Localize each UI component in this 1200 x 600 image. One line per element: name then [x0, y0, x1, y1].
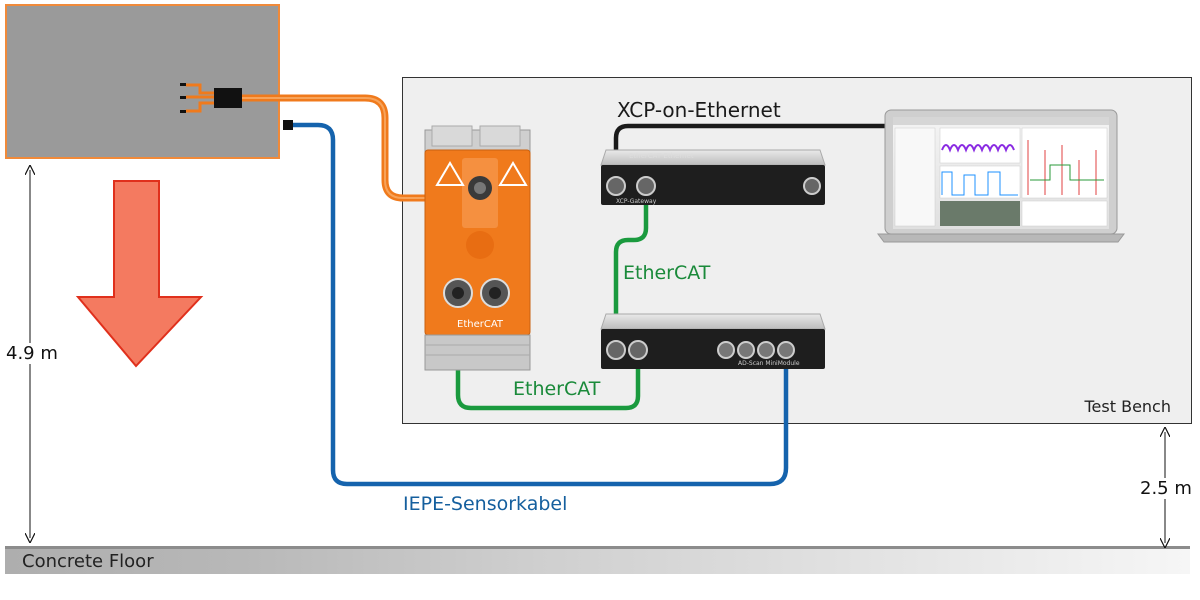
laptop-computer [877, 109, 1125, 243]
gateway-device-label: XCP-Gateway [616, 198, 657, 205]
floor-label: Concrete Floor [22, 551, 154, 572]
xcp-gateway-device [600, 149, 826, 205]
hv-cable-orange [242, 94, 450, 202]
hv-module-label: EtherCAT [457, 319, 503, 330]
concrete-floor [5, 546, 1190, 574]
drop-test-object [5, 4, 280, 159]
drop-height-label: 4.9 m [4, 343, 60, 364]
iepe-cable-label: IEPE-Sensorkabel [403, 493, 568, 515]
gateway-port-labels: EtherCAT Ethernet [629, 152, 694, 160]
drop-direction-arrow [75, 180, 204, 368]
minimodule-device-label: AD-Scan MiniModule [738, 360, 800, 367]
iepe-cable [293, 122, 789, 487]
miniModule-device [600, 313, 826, 369]
floor-line [5, 546, 1190, 549]
xcp-cable-label: XCP-on-Ethernet [617, 98, 781, 122]
bench-height-label: 2.5 m [1138, 478, 1194, 499]
hv-module-device [424, 125, 531, 371]
ethercat-lower-label: EtherCAT [513, 378, 601, 400]
ethercat-cable-upper [613, 188, 649, 352]
xcp-ethernet-cable [613, 123, 893, 186]
test-bench-label: Test Bench [1084, 397, 1172, 416]
sensor-connector [180, 83, 293, 130]
ethercat-upper-label: EtherCAT [623, 262, 711, 284]
ethercat-cable-lower [455, 293, 641, 411]
